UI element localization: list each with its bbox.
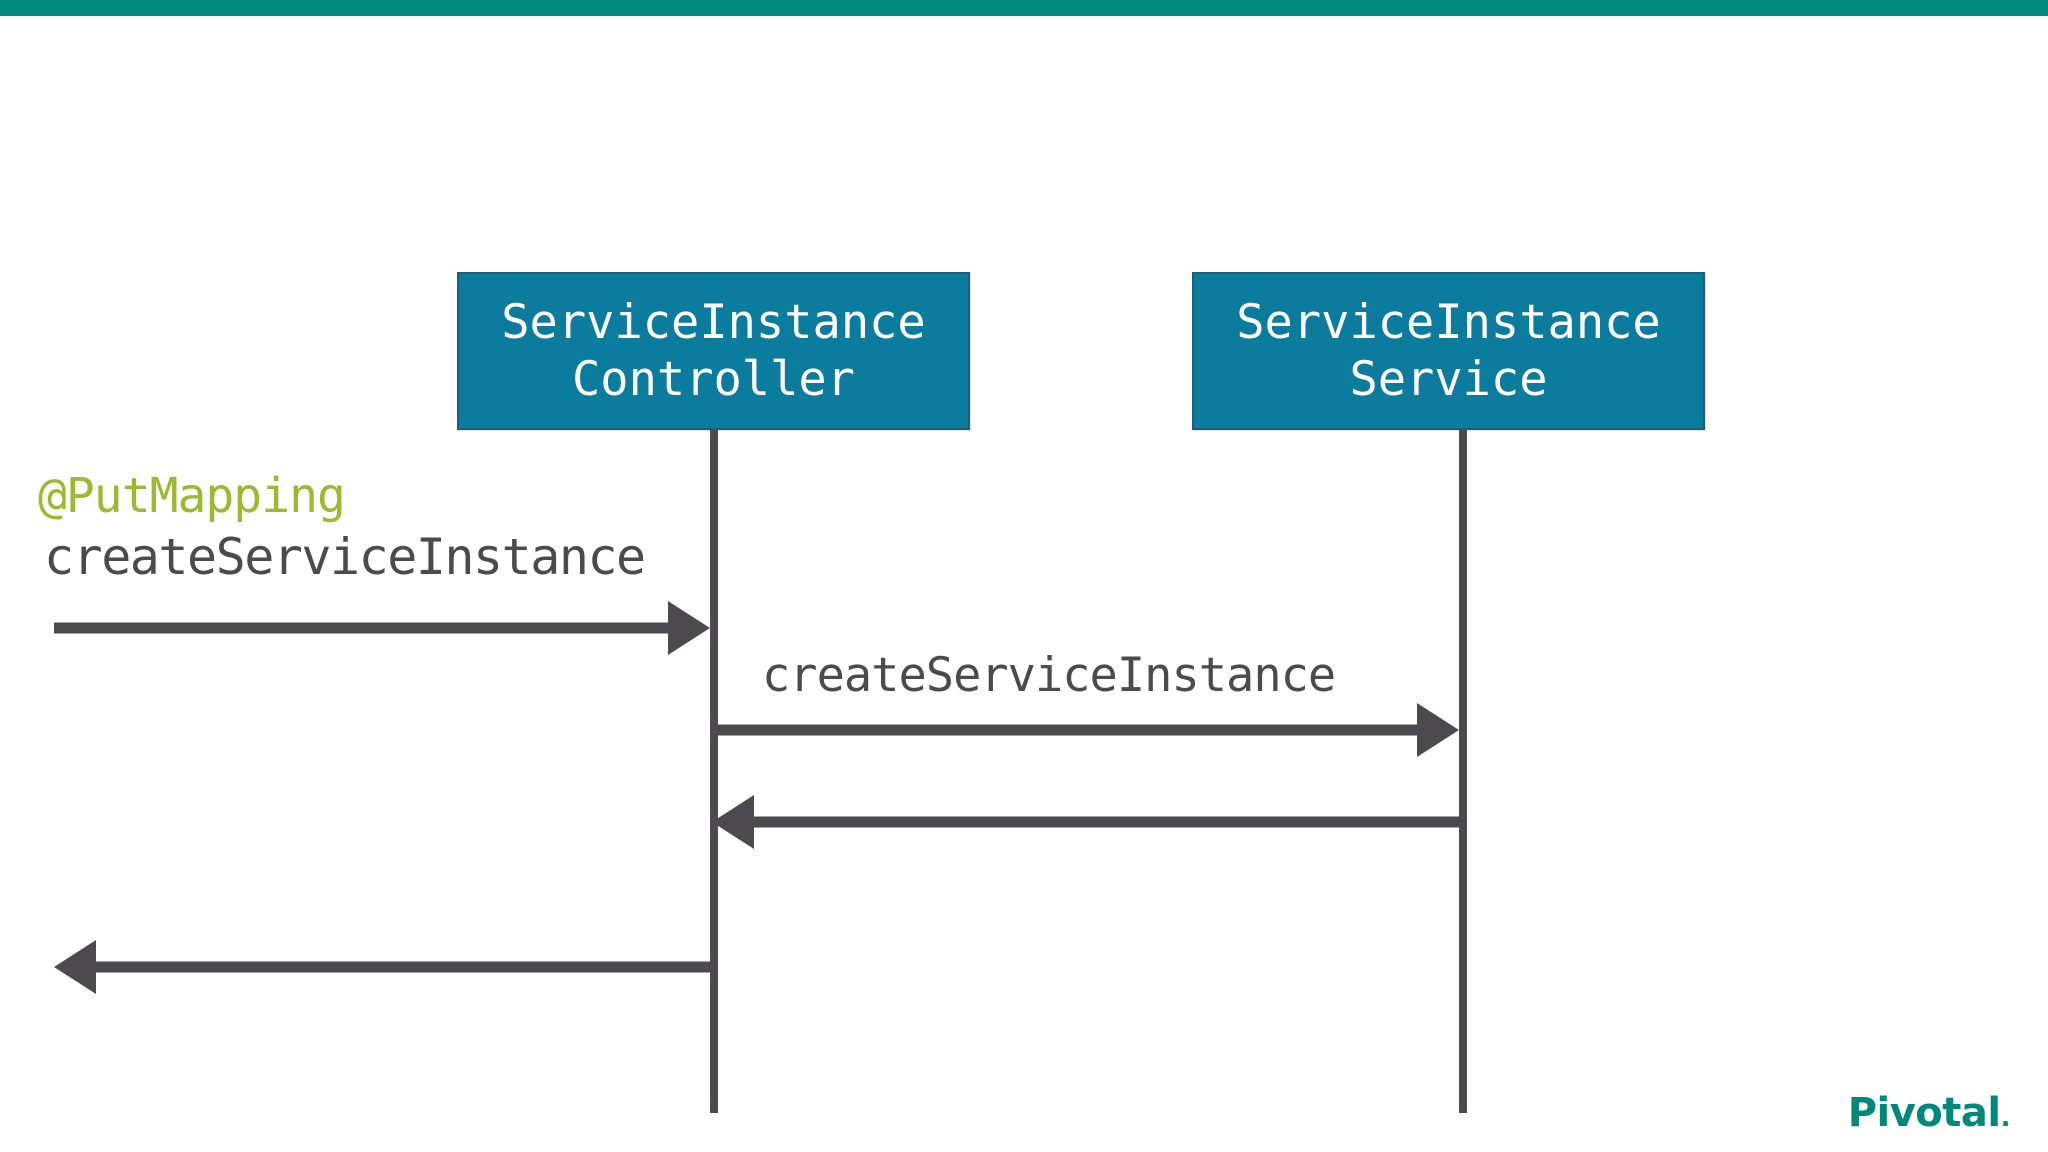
- pivotal-logo-text: Pivotal: [1847, 1090, 2001, 1136]
- lifeline-serviceinstancecontroller: [710, 430, 718, 1113]
- pivotal-logo-dot: .: [2000, 1103, 2011, 1133]
- top-accent-bar: [0, 0, 2048, 16]
- message-arrow-service-to-controller-return: [712, 795, 1463, 849]
- annotation-label-putmapping: @PutMapping: [38, 468, 346, 524]
- message-label-inbound-request: createServiceInstance: [44, 528, 646, 586]
- message-arrow-controller-to-actor-return: [54, 940, 716, 994]
- arrow-head-left: [712, 795, 754, 849]
- participant-label-line2: Controller: [572, 352, 855, 407]
- arrow-head-right: [1417, 703, 1459, 757]
- participant-box-serviceinstancecontroller: ServiceInstance Controller: [457, 272, 970, 430]
- participant-label-line2: Service: [1349, 352, 1548, 407]
- participant-label-line1: ServiceInstance: [501, 294, 926, 350]
- lifeline-serviceinstanceservice: [1459, 430, 1467, 1113]
- pivotal-logo: Pivotal.: [1847, 1090, 2011, 1136]
- participant-box-serviceinstanceservice: ServiceInstance Service: [1192, 272, 1705, 430]
- message-arrow-controller-to-service: [714, 703, 1459, 757]
- arrow-head-right: [668, 601, 710, 655]
- message-label-controller-to-service: createServiceInstance: [762, 648, 1336, 703]
- participant-label-line1: ServiceInstance: [1236, 294, 1661, 350]
- message-arrow-inbound-request: [54, 601, 710, 655]
- arrow-head-left: [54, 940, 96, 994]
